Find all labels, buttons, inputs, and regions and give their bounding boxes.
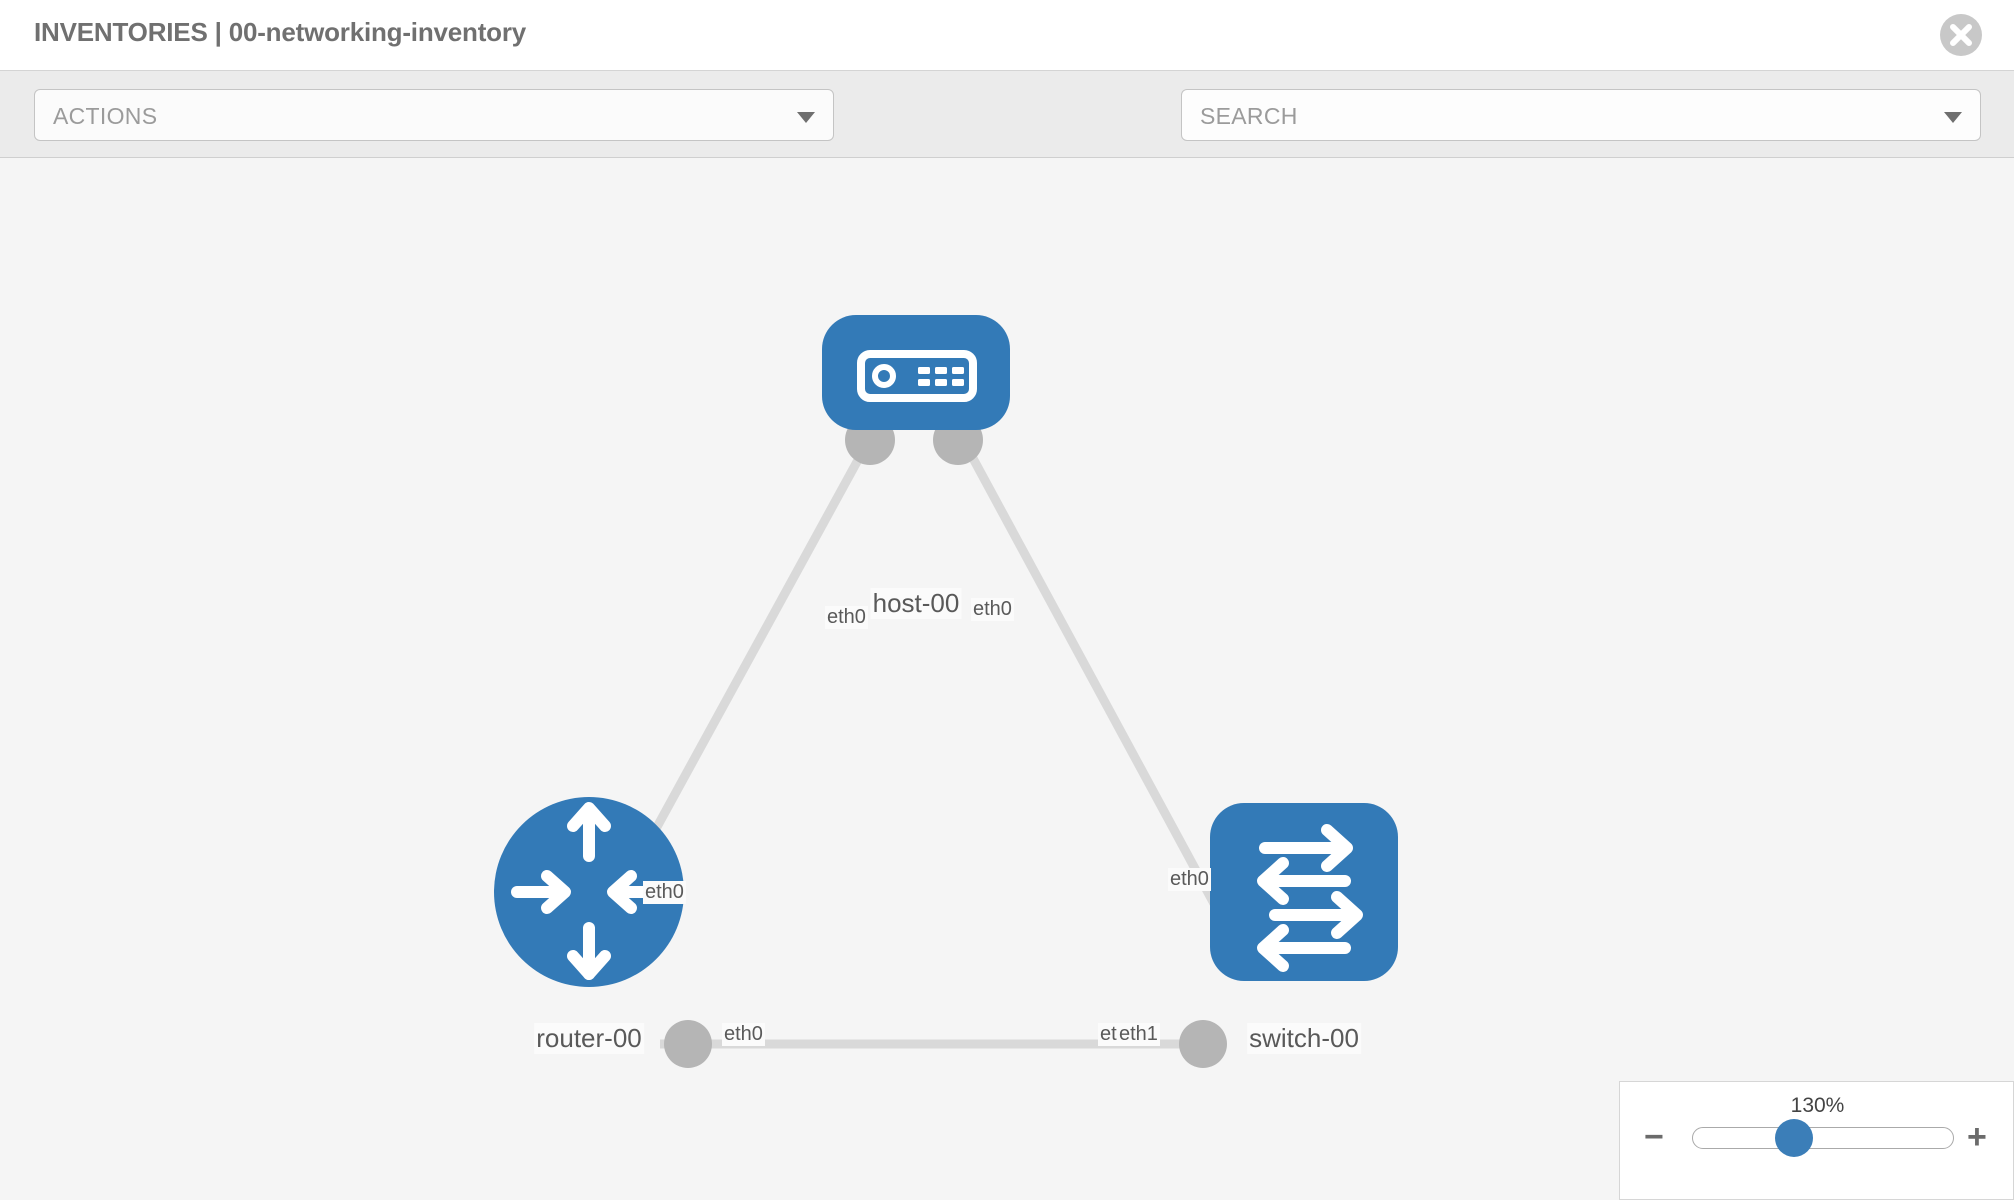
zoom-slider-track[interactable] xyxy=(1692,1127,1954,1149)
link-host-switch xyxy=(958,435,1242,951)
topology-links xyxy=(636,435,1242,1049)
iface-label-switch-up: eth0 xyxy=(1168,868,1211,891)
actions-dropdown-label: ACTIONS xyxy=(53,103,158,129)
zoom-percent-label: 130% xyxy=(1790,1094,1845,1117)
iface-label-router-up: eth0 xyxy=(643,881,686,904)
topology-connectors xyxy=(664,415,1262,1068)
node-host-00 xyxy=(822,315,1010,430)
connector-switch-left xyxy=(1179,1020,1227,1068)
search-input[interactable]: SEARCH xyxy=(1181,89,1981,141)
zoom-slider-thumb[interactable] xyxy=(1775,1119,1813,1157)
connector-router-right xyxy=(664,1020,712,1068)
page-title: INVENTORIES | 00-networking-inventory xyxy=(34,17,527,47)
iface-label-host-left: eth0 xyxy=(825,606,868,629)
iface-label-switch-left-eth1: eth1 xyxy=(1117,1023,1160,1046)
iface-label-router-right: eth0 xyxy=(722,1023,765,1046)
zoom-control: 130% − + xyxy=(1619,1081,2014,1200)
topology-canvas[interactable]: host-00 router-00 switch-00 eth0 eth0 et… xyxy=(0,158,2014,1200)
iface-label-host-right: eth0 xyxy=(971,598,1014,621)
search-placeholder: SEARCH xyxy=(1200,103,1298,129)
page-header: INVENTORIES | 00-networking-inventory xyxy=(0,0,2014,70)
server-icon xyxy=(857,350,977,402)
zoom-out-button[interactable]: − xyxy=(1644,1118,1664,1156)
node-label-switch-00: switch-00 xyxy=(1247,1023,1361,1054)
node-switch-00 xyxy=(1210,803,1398,981)
switch-arrows-icon xyxy=(1257,824,1363,972)
chevron-down-icon[interactable] xyxy=(1944,112,1962,123)
close-icon[interactable] xyxy=(1940,14,1982,56)
actions-dropdown[interactable]: ACTIONS xyxy=(34,89,834,141)
chevron-down-icon xyxy=(797,112,815,123)
node-label-host-00: host-00 xyxy=(870,588,962,619)
toolbar: ACTIONS SEARCH xyxy=(0,70,2014,195)
zoom-in-button[interactable]: + xyxy=(1967,1118,1987,1156)
link-host-router xyxy=(636,435,874,861)
node-label-router-00: router-00 xyxy=(534,1023,644,1054)
topology-svg xyxy=(494,315,1398,1068)
